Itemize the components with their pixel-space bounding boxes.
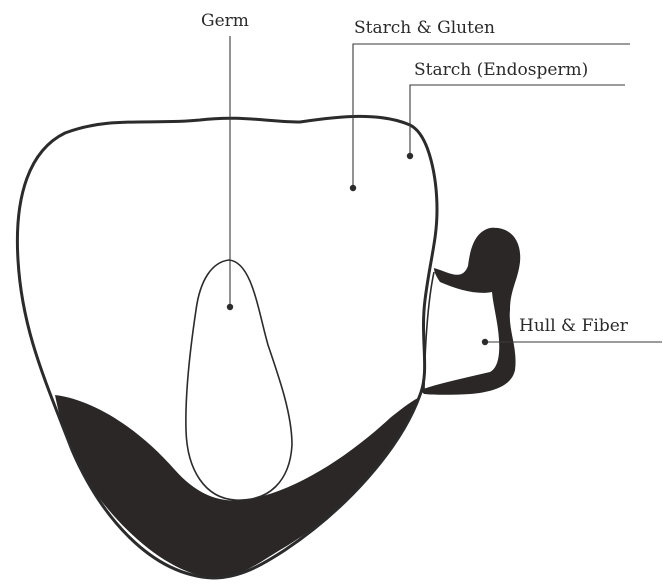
hull-fiber-label: Hull & Fiber [519, 318, 628, 335]
starch-endosperm-label: Starch (Endosperm) [414, 62, 588, 79]
germ-outline [186, 260, 292, 500]
starch-gluten-label: Starch & Gluten [354, 20, 495, 37]
hull-fiber-piece [420, 228, 520, 395]
starch-gluten-leader-dot [350, 185, 356, 191]
tip-cap [55, 395, 418, 578]
germ-leader-dot [227, 304, 233, 310]
hull-fiber-leader-dot [482, 339, 488, 345]
starch-endosperm-leader-line [410, 85, 625, 156]
germ-label: Germ [201, 13, 249, 30]
starch-endosperm-leader-dot [407, 153, 413, 159]
